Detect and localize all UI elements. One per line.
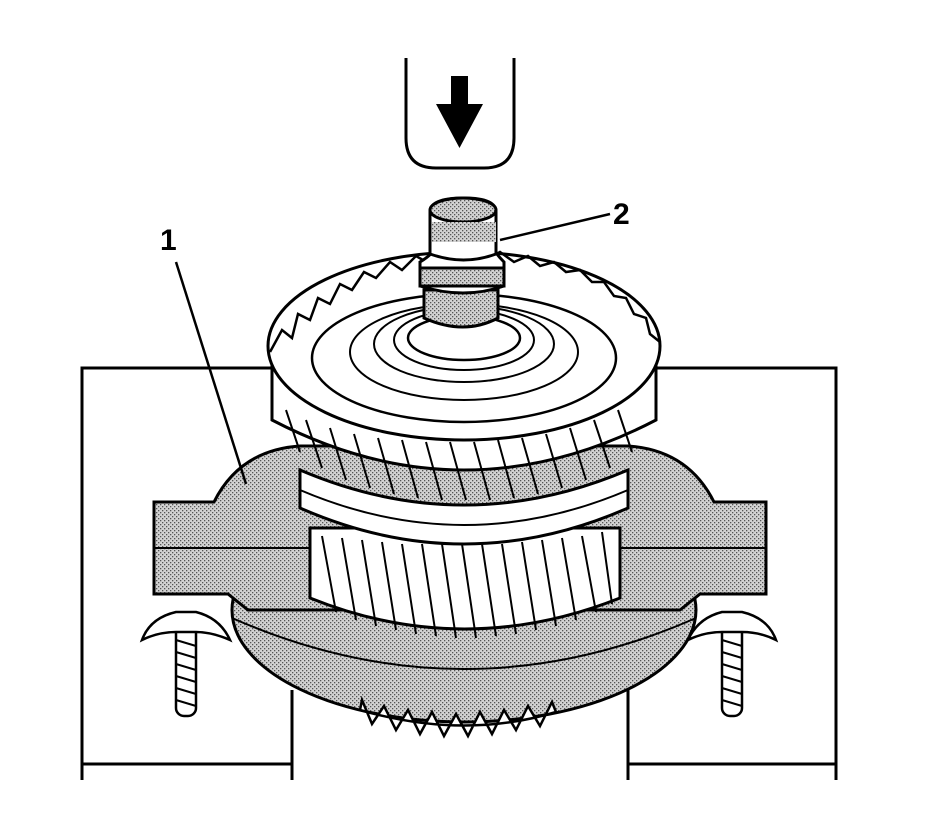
press-table [80, 366, 838, 780]
gear-stack [266, 248, 662, 639]
lower-gear-helical-teeth [321, 531, 613, 639]
leader-lines [174, 212, 611, 485]
press-ram [404, 58, 516, 170]
arrow-down-icon [436, 76, 483, 148]
leader-line-2 [499, 212, 611, 242]
upper-gear-helical-teeth [285, 409, 633, 501]
leader-line-1 [174, 261, 248, 485]
wing-nut-left [139, 610, 233, 718]
gear-shaft [418, 196, 506, 329]
wing-nut-right [685, 610, 779, 718]
callout-label-2: 2 [613, 198, 630, 231]
lower-gear-teeth [358, 695, 558, 739]
callout-label-1: 1 [160, 224, 177, 257]
